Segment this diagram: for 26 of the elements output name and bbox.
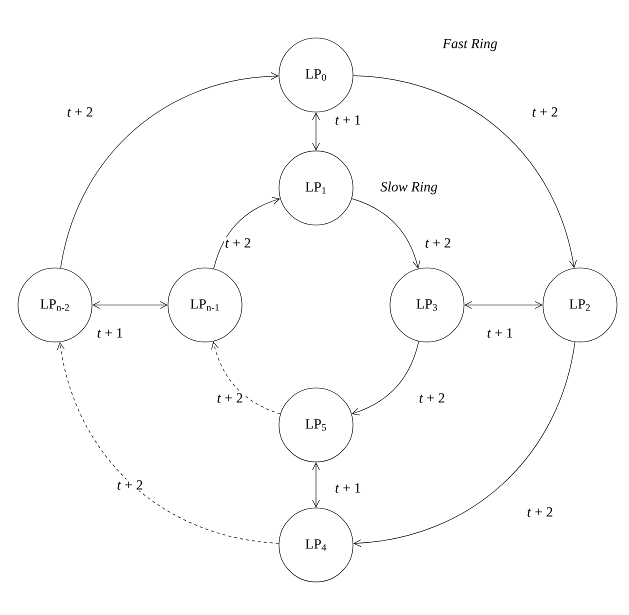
- arrow: [464, 301, 543, 309]
- edge-label: t + 2: [530, 106, 560, 118]
- edge-label: t + 1: [334, 482, 362, 494]
- edge-label: t + 2: [116, 479, 144, 491]
- arrow: [57, 342, 280, 544]
- arrow: [353, 342, 576, 547]
- edge-label: t + 2: [418, 392, 446, 404]
- edge-label: t + 1: [96, 327, 124, 339]
- arrow: [60, 72, 279, 268]
- arrow: [211, 341, 281, 414]
- arrow: [352, 341, 420, 416]
- arrow: [312, 462, 320, 508]
- arrow: [213, 197, 280, 270]
- ring-label: Slow Ring: [380, 182, 438, 194]
- arrow: [353, 75, 577, 268]
- edge-label: t + 2: [424, 237, 452, 249]
- arrow: [312, 112, 320, 151]
- edge-label: t + 2: [66, 106, 94, 118]
- edge-label: t + 2: [526, 506, 554, 518]
- edge-label: t + 1: [334, 114, 362, 126]
- arrow: [92, 301, 168, 309]
- arrow: [351, 198, 420, 269]
- edge-label: t + 2: [216, 392, 244, 404]
- edge-label: t + 2: [224, 237, 252, 249]
- edge-label: t + 1: [486, 327, 514, 339]
- ring-label: Fast Ring: [442, 38, 497, 52]
